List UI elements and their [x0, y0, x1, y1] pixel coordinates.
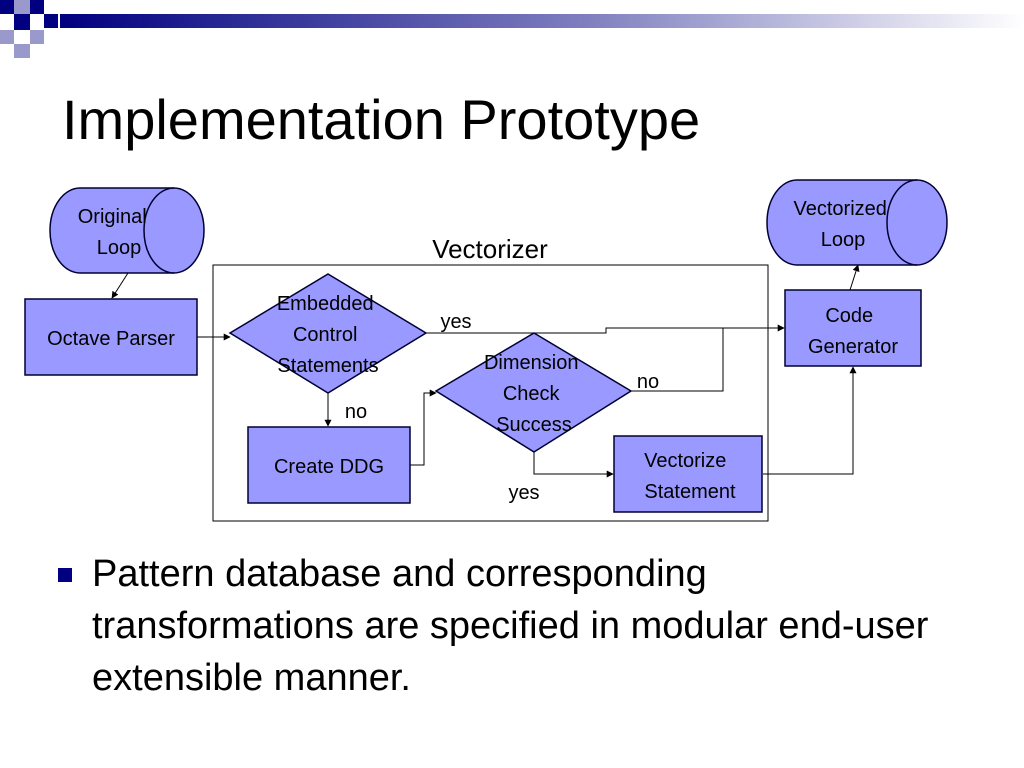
vectorize-statement-label: Vectorize Statement — [644, 450, 736, 503]
vectorizer-label: Vectorizer — [432, 234, 548, 264]
node-create-ddg: Create DDG — [247, 426, 411, 504]
edge-label-dimension-no: no — [637, 371, 659, 393]
edge-codegen-to-vectorized — [849, 264, 860, 291]
dimension-check-label: Dimension Check Success — [484, 352, 584, 436]
edge-ddg-to-dimension — [410, 389, 437, 466]
embedded-control-label: Embedded Control Statements — [277, 293, 379, 377]
edge-original-to-parser — [111, 272, 129, 299]
node-octave-parser: Octave Parser — [24, 298, 198, 376]
octave-parser-label: Octave Parser — [47, 328, 175, 350]
node-vectorize-statement: Vectorize Statement — [613, 435, 763, 513]
node-dimension-check-success: Dimension Check Success — [434, 332, 633, 453]
original-loop-label: Original Loop — [78, 206, 152, 259]
header-decoration — [0, 0, 1024, 58]
connectors — [111, 264, 860, 478]
bullet-item: Pattern database and corresponding trans… — [58, 548, 938, 704]
bullet-text: Pattern database and corresponding trans… — [92, 553, 929, 699]
slide-title: Implementation Prototype — [62, 88, 701, 151]
bullet-list: Pattern database and corresponding trans… — [58, 548, 938, 704]
edge-label-embedded-yes: yes — [440, 311, 471, 333]
square-bullet-icon — [58, 568, 72, 582]
code-generator-label: Code Generator — [808, 305, 898, 358]
edge-vectorize-to-codegen — [763, 366, 857, 475]
edge-label-embedded-no: no — [345, 401, 367, 423]
vectorized-loop-label: Vectorized Loop — [794, 198, 893, 251]
edge-embedded-yes — [426, 324, 785, 334]
node-embedded-control-statements: Embedded Control Statements — [228, 273, 428, 394]
edge-label-dimension-yes: yes — [508, 482, 539, 504]
node-vectorized-loop: Vectorized Loop — [766, 179, 948, 266]
edge-dimension-yes — [533, 452, 614, 478]
create-ddg-label: Create DDG — [274, 456, 384, 478]
node-original-loop: Original Loop — [49, 187, 205, 274]
edge-dimension-no — [631, 328, 724, 392]
node-code-generator: Code Generator — [784, 289, 922, 367]
